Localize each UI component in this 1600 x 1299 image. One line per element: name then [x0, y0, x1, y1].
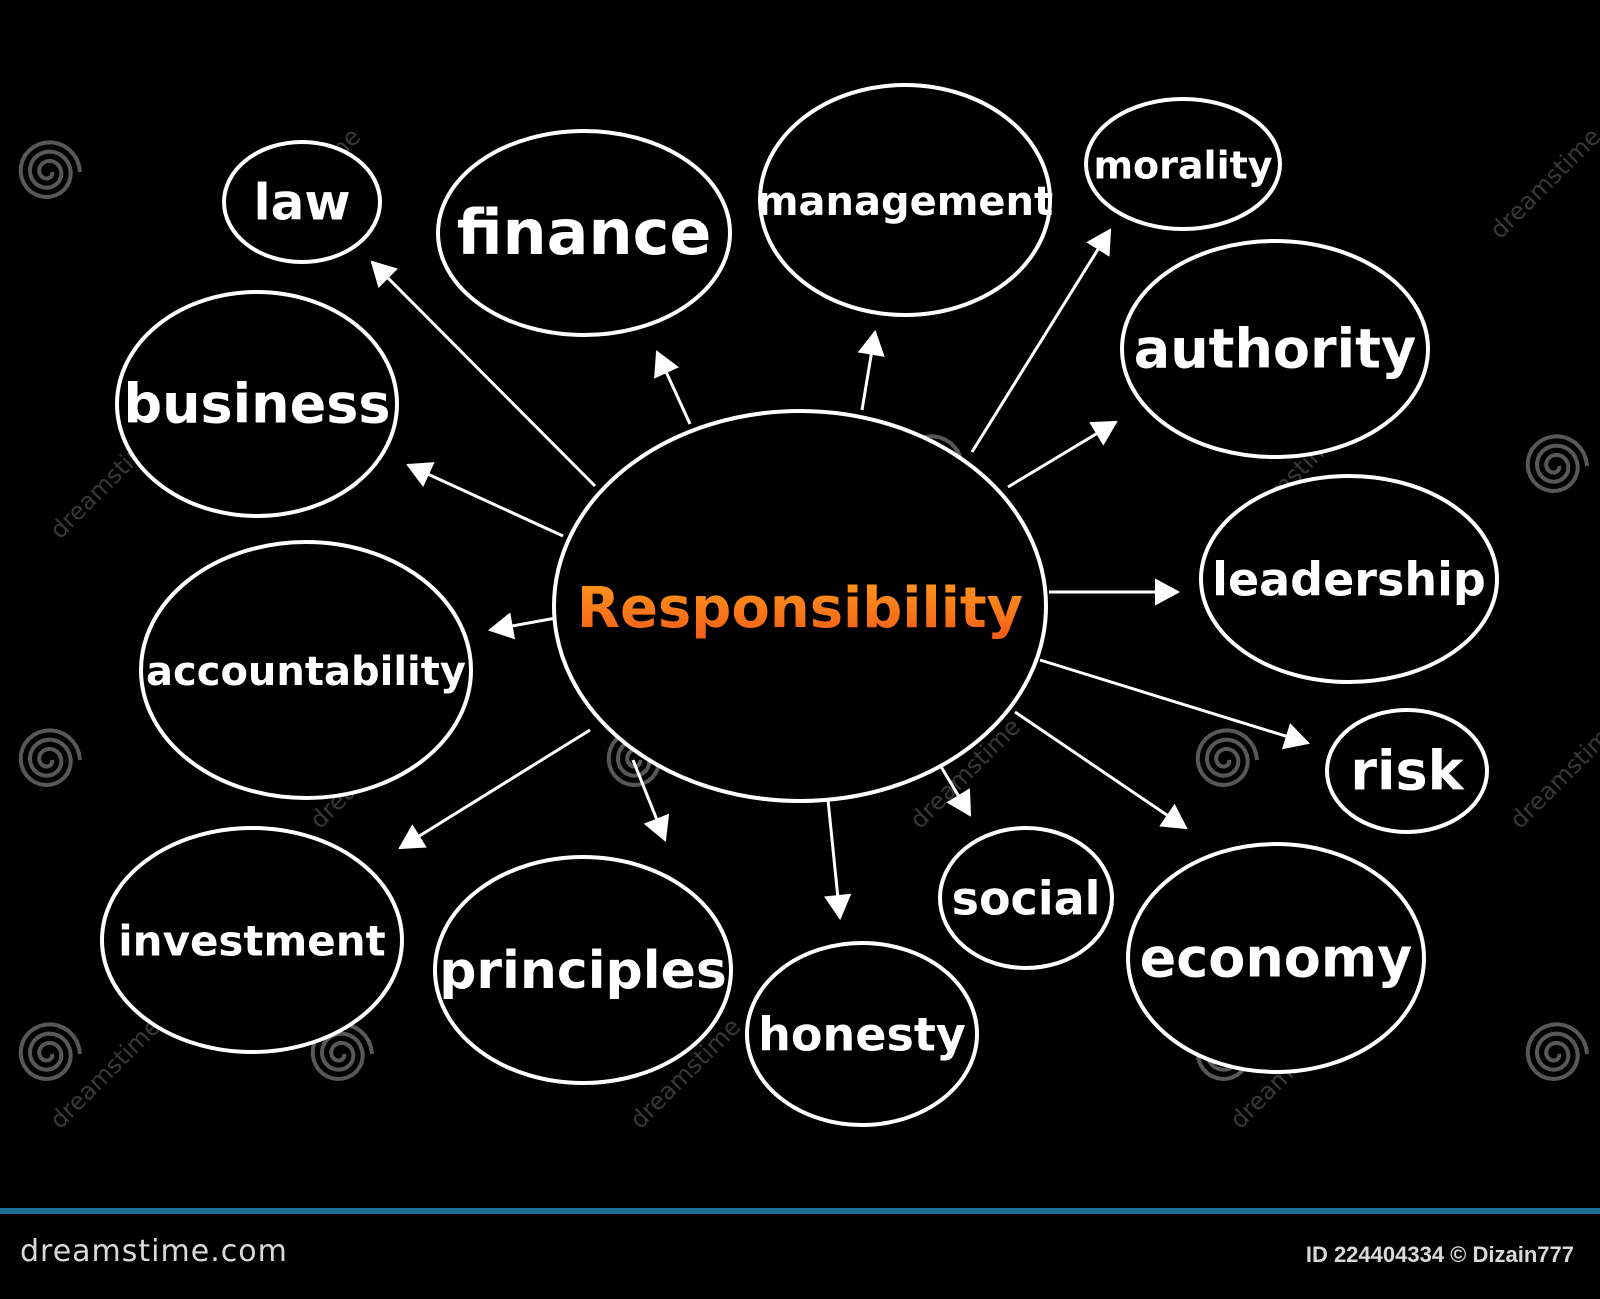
node-bubble-economy — [1126, 842, 1426, 1074]
node-bubble-law — [222, 140, 382, 264]
node-leadership: leadership — [1199, 474, 1499, 684]
connector-line-risk — [1039, 658, 1309, 745]
center-node: Responsibility — [552, 409, 1048, 803]
node-bubble-authority — [1120, 239, 1430, 459]
node-label-honesty: honesty — [758, 1008, 966, 1062]
node-accountability: accountability — [139, 540, 473, 800]
center-label: Responsibility — [577, 576, 1023, 641]
center-bubble — [552, 409, 1048, 803]
node-label-economy: economy — [1140, 927, 1413, 990]
watermark-spiral-icon — [18, 728, 82, 788]
stock-footer-bar: dreamstime.com ID 224404334 © Dizain777 — [0, 1208, 1600, 1299]
arrowhead-icon-management — [857, 329, 885, 357]
connector-line-economy — [1014, 710, 1187, 830]
node-risk: risk — [1325, 708, 1489, 834]
node-label-leadership: leadership — [1212, 553, 1486, 607]
node-management: management — [757, 83, 1053, 317]
node-label-investment: investment — [118, 917, 385, 966]
connector-line-investment — [399, 728, 591, 850]
node-economy: economy — [1126, 842, 1426, 1074]
node-label-authority: authority — [1134, 318, 1416, 381]
watermark-spiral-icon — [1525, 1022, 1589, 1082]
watermark-spiral-icon — [310, 1022, 374, 1082]
arrowhead-icon-economy — [1159, 803, 1188, 830]
node-law: law — [222, 140, 382, 264]
node-label-management: management — [757, 179, 1053, 225]
node-authority: authority — [1120, 239, 1430, 459]
node-bubble-leadership — [1199, 474, 1499, 684]
watermark-spiral-icon — [18, 1022, 82, 1082]
node-bubble-morality — [1084, 97, 1282, 231]
node-label-accountability: accountability — [146, 649, 466, 695]
node-bubble-investment — [100, 826, 404, 1054]
arrowhead-icon-accountability — [487, 612, 516, 640]
node-principles: principles — [433, 855, 733, 1085]
arrowhead-icon-business — [406, 462, 435, 488]
arrowhead-icon-morality — [1086, 228, 1112, 257]
node-label-morality: morality — [1093, 144, 1272, 188]
watermark-spiral-icon — [18, 140, 82, 200]
node-label-principles: principles — [439, 941, 727, 1001]
node-morality: morality — [1084, 97, 1282, 231]
node-label-law: law — [253, 174, 350, 232]
node-bubble-finance — [436, 129, 732, 337]
connector-line-law — [370, 260, 597, 488]
node-bubble-accountability — [139, 540, 473, 800]
watermark-spiral-icon — [606, 728, 670, 788]
arrowhead-icon-finance — [654, 350, 680, 379]
node-finance: finance — [436, 129, 732, 337]
node-label-finance: finance — [457, 196, 712, 269]
arrowhead-icon-principles — [643, 813, 670, 842]
node-bubble-social — [938, 826, 1114, 970]
arrowhead-icon-leadership — [1155, 578, 1181, 606]
arrowhead-icon-law — [370, 260, 398, 288]
node-layer: law finance management morality business auth… — [100, 83, 1499, 1127]
node-label-business: business — [123, 373, 390, 436]
connector-line-morality — [970, 229, 1112, 453]
connector-layer — [370, 228, 1310, 921]
node-honesty: honesty — [745, 941, 979, 1127]
arrowhead-icon-social — [946, 788, 972, 817]
footer-logo-text: dreamstime.com — [20, 1234, 288, 1269]
watermark-text: dreamstime — [1504, 713, 1600, 835]
node-business: business — [115, 290, 399, 518]
node-bubble-business — [115, 290, 399, 518]
node-social: social — [938, 826, 1114, 970]
connector-line-business — [407, 463, 564, 538]
arrowhead-icon-honesty — [824, 893, 852, 921]
node-bubble-risk — [1325, 708, 1489, 834]
node-label-social: social — [952, 872, 1101, 926]
watermark-text: dreamstime — [1484, 123, 1600, 245]
arrowhead-icon-authority — [1089, 420, 1118, 446]
arrowhead-icon-risk — [1281, 723, 1310, 750]
node-bubble-principles — [433, 855, 733, 1085]
watermark-spiral-icon — [1195, 728, 1259, 788]
footer-credit-text: ID 224404334 © Dizain777 — [1305, 1242, 1574, 1267]
node-bubble-management — [758, 83, 1052, 317]
arrowhead-icon-investment — [398, 824, 427, 850]
node-label-risk: risk — [1350, 740, 1464, 803]
node-investment: investment — [100, 826, 404, 1054]
watermark-spiral-icon — [1525, 434, 1589, 494]
node-bubble-honesty — [745, 941, 979, 1127]
